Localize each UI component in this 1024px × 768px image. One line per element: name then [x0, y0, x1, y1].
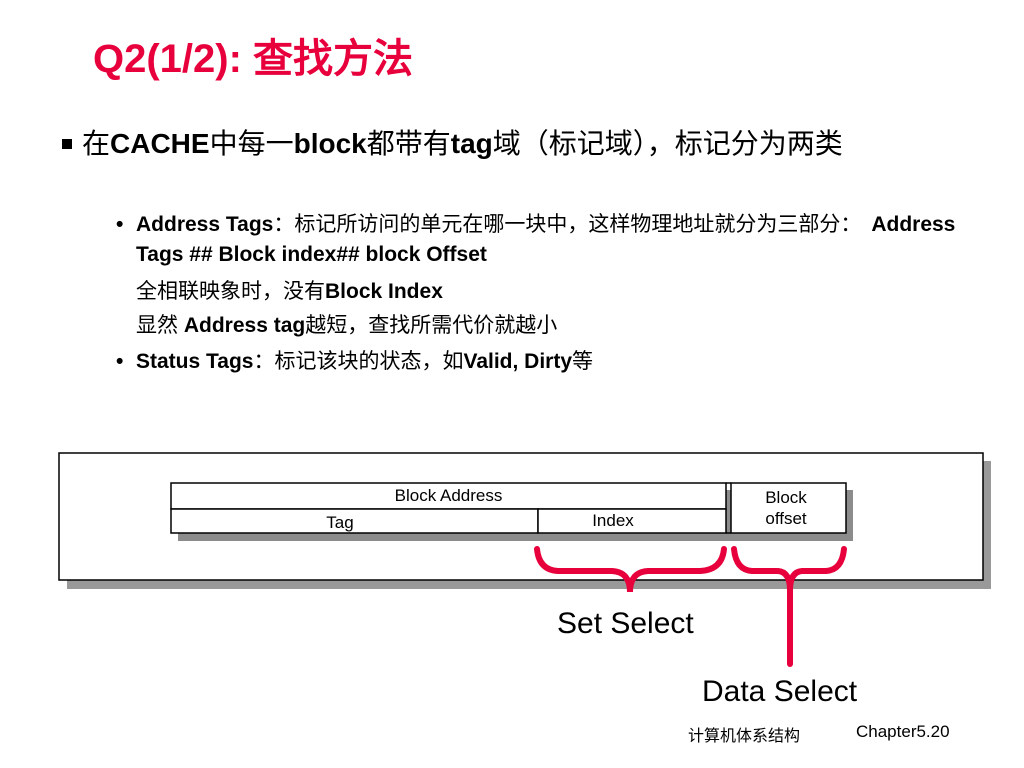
dot-bullet-icon: •: [116, 350, 124, 373]
text-segment: CACHE: [110, 128, 210, 159]
address-formula: Address Tags ## Block index## block Offs…: [136, 213, 956, 266]
square-bullet-icon: [62, 139, 72, 149]
data-select-label: Data Select: [702, 675, 858, 708]
text-segment: 显然: [136, 314, 184, 337]
text-segment: 中每一: [209, 128, 294, 159]
text-segment: 域（标记域），标记分为两类: [492, 128, 843, 159]
text-segment: block: [293, 128, 367, 159]
text-segment: Address tag: [183, 314, 306, 337]
text-segment: Valid, Dirty: [463, 350, 573, 373]
index-field: [537, 508, 727, 534]
block-address-label: Block Address: [394, 486, 503, 505]
text-segment: 等: [572, 350, 594, 373]
text-segment: ：标记所访问的单元在哪一块中，这样物理地址就分为三部分：: [273, 213, 862, 236]
set-select-label: Set Select: [557, 607, 694, 640]
status-tags-text: Status Tags：标记该块的状态，如Valid, Dirty等: [136, 347, 956, 377]
block-offset-label-1: Block: [765, 488, 807, 507]
text-segment: 越短，查找所需代价就越小: [305, 314, 558, 337]
set-select-brace-icon: [534, 546, 727, 593]
text-segment: ：标记该块的状态，如: [253, 350, 464, 373]
block-address-field: [170, 482, 727, 510]
text-segment: 在: [82, 128, 111, 159]
slide-title: Q2(1/2): 查找方法: [93, 37, 414, 81]
text-segment: Address Tags: [136, 213, 274, 236]
text-segment: 都带有: [366, 128, 451, 159]
text-segment: Block Index: [325, 280, 443, 303]
block-offset-label-2: offset: [765, 509, 807, 528]
text-segment: 全相联映象时，没有: [136, 280, 325, 303]
footer-page: Chapter5.20: [856, 722, 950, 741]
text-segment: tag: [450, 128, 493, 159]
dot-bullet-icon: •: [116, 213, 124, 236]
address-tags-text: Address Tags：标记所访问的单元在哪一块中，这样物理地址就分为三部分：…: [136, 210, 956, 270]
tag-label: Tag: [326, 513, 354, 532]
block-offset-field: [730, 482, 847, 534]
tag-length-line: 显然 Address tag越短，查找所需代价就越小: [136, 311, 557, 341]
footer-course: 计算机体系结构: [688, 728, 801, 745]
main-bullet-text: 在CACHE中每一block都带有tag域（标记域），标记分为两类: [82, 125, 962, 163]
text-segment: Status Tags: [136, 350, 254, 373]
index-label: Index: [592, 511, 634, 530]
fully-associative-line: 全相联映象时，没有Block Index: [136, 277, 443, 307]
